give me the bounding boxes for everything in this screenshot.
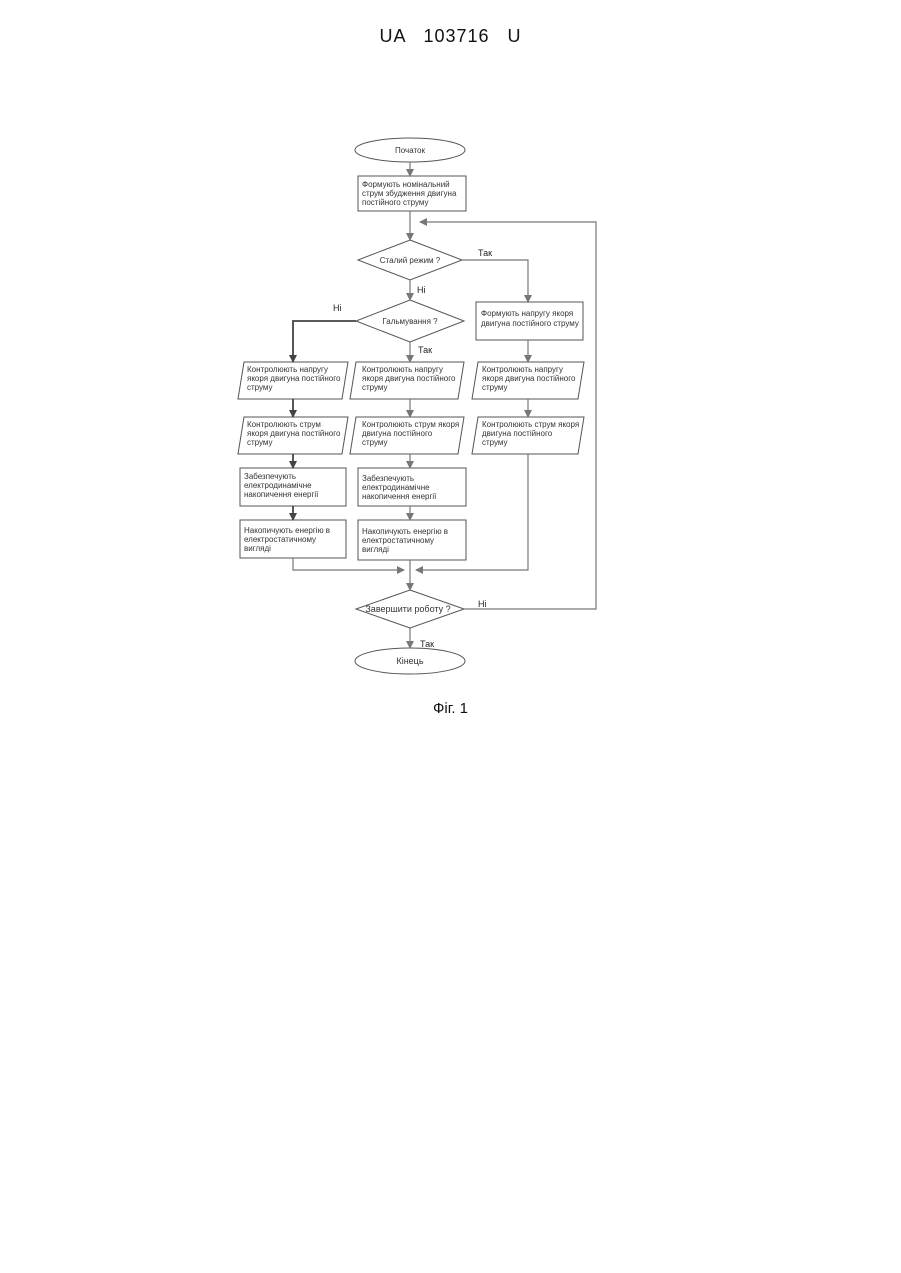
node-text-line: електростатичному [362,536,434,545]
finish-text: Завершити роботу ? [365,604,450,614]
node-text-line: струму [482,383,508,392]
node-text-line: струму [247,383,273,392]
node-text-line: Забезпечують [244,472,296,481]
finish-yes-label: Так [420,639,434,649]
node-text-line: електростатичному [244,535,316,544]
steady-mode-text: Сталий режим ? [380,256,441,265]
end-text: Кінець [396,656,423,666]
node-text-line: Формують номінальний [362,180,450,189]
node-text-line: Завершити роботу ? [365,604,450,614]
node-text-line: якоря двигуна постійного [362,374,456,383]
node-text-line: струму [362,383,388,392]
braking-yes-label: Так [418,345,432,355]
node-text-line: струм збудження двигуна [362,189,457,198]
node-text-line: якоря двигуна постійного [247,374,341,383]
node-text-line: струму [362,438,388,447]
node-text-line: Контролюють напругу [362,365,443,374]
braking-text: Гальмування ? [382,317,438,326]
node-text-line: вигляді [244,544,271,553]
node-text-line: якоря двигуна постійного [482,374,576,383]
node-text-line: Контролюють напругу [482,365,563,374]
node-text-line: Сталий режим ? [380,256,441,265]
node-text-line: накопичення енергії [362,492,437,501]
braking-no-label: Ні [333,303,342,313]
node-text-line: електродинамічне [362,483,430,492]
node-text-line: двигуна постійного струму [481,319,579,328]
node-text-line: електродинамічне [244,481,312,490]
node-text-line: вигляді [362,545,389,554]
node-text-line: якоря двигуна постійного [247,429,341,438]
finish-no-label: Ні [478,599,487,609]
node-text-line: постійного струму [362,198,429,207]
node-text-line: Накопичують енергію в [362,527,448,536]
node-text-line: струму [247,438,273,447]
steady-yes-label: Так [478,248,492,258]
start-text: Початок [395,146,425,155]
node-text-line: Кінець [396,656,423,666]
node-text-line: Контролюють напругу [247,365,328,374]
node-text-line: Забезпечують [362,474,414,483]
node-text-line: Накопичують енергію в [244,526,330,535]
node-text-line: Контролюють струм [247,420,321,429]
node-text-line: Контролюють струм якоря [482,420,579,429]
node-text-line: двигуна постійного [362,429,433,438]
node-text-line: Контролюють струм якоря [362,420,459,429]
node-text-line: двигуна постійного [482,429,553,438]
figure-caption: Фіг. 1 [0,700,901,717]
node-text-line: струму [482,438,508,447]
node-text-line: накопичення енергії [244,490,319,499]
node-text-line: Початок [395,146,425,155]
steady-no-label: Ні [417,285,426,295]
form-voltage-text: Формують напругу якорядвигуна постійного… [481,309,579,328]
edge-steady-yes [462,260,528,302]
edge-braking-no [293,321,356,362]
node-text-line: Формують напругу якоря [481,309,573,318]
node-text-line: Гальмування ? [382,317,438,326]
